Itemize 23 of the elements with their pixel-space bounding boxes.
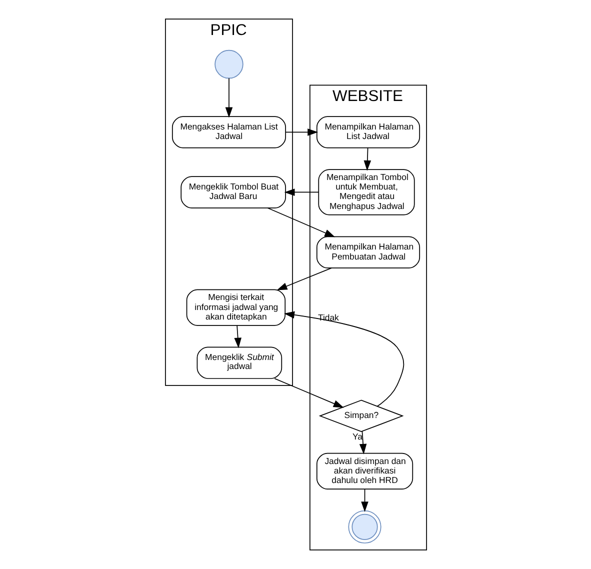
arrow bbox=[363, 148, 371, 171]
node-box: Menampilkan Halaman List Jadwal bbox=[316, 116, 420, 148]
node-box: Mengeklik Submit jadwal bbox=[196, 346, 282, 379]
node-ring bbox=[348, 510, 381, 544]
edge-label: Tidak bbox=[317, 312, 338, 322]
node-box: Mengakses Halaman List Jadwal bbox=[171, 116, 286, 148]
arrow bbox=[224, 78, 232, 118]
arrow bbox=[284, 311, 404, 407]
arrow bbox=[360, 488, 368, 512]
arrow bbox=[284, 128, 318, 136]
arrow bbox=[284, 188, 318, 196]
arrow bbox=[234, 325, 241, 348]
node-box: Mengisi terkait informasi jadwal yang akan ditetapkan bbox=[186, 289, 286, 326]
arrow bbox=[274, 378, 344, 408]
node-box: Menampilkan Halaman Pembuatan Jadwal bbox=[316, 236, 420, 268]
node-circle bbox=[214, 50, 243, 79]
node-box: Menampilkan Tombol untuk Membuat, Mengedit atau Menghapus Jadwal bbox=[318, 169, 414, 216]
edge-label: Ya bbox=[352, 432, 362, 442]
node-box: Jadwal disimpan dan akan diverifikasi dahulu oleh HRD bbox=[316, 452, 413, 490]
arrow bbox=[358, 431, 366, 454]
arrow bbox=[276, 268, 332, 290]
arrow bbox=[266, 208, 335, 238]
node-box: Mengeklik Tombol Buat Jadwal Baru bbox=[180, 176, 286, 208]
